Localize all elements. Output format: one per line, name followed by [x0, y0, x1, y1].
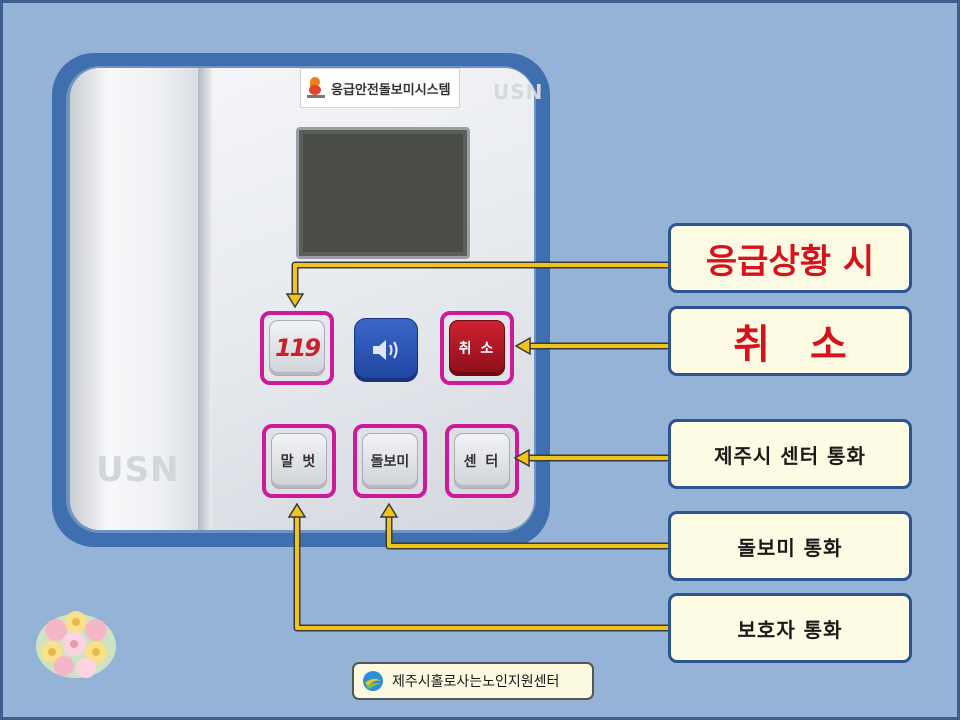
caregiver-call-callout-text: 돌보미 통화: [737, 535, 843, 560]
emergency-callout: 응급상황 시: [668, 223, 912, 293]
center-call-callout-text: 제주시 센터 통화: [714, 443, 866, 468]
cancel-callout: 취 소: [668, 306, 912, 376]
guardian-call-button[interactable]: 말 벗: [271, 433, 327, 489]
center-call-button[interactable]: 센 터: [454, 433, 510, 489]
speaker-button[interactable]: [354, 318, 418, 382]
guardian-button-label: 말 벗: [280, 454, 318, 470]
emergency-119-button[interactable]: 119: [269, 320, 325, 376]
center-button-label: 센 터: [463, 454, 501, 470]
cancel-button-highlight: 취 소: [440, 311, 514, 385]
guardian-call-callout-text: 보호자 통화: [737, 617, 843, 642]
lcd-display: [296, 127, 470, 259]
brand-logo-icon: [307, 77, 325, 99]
cancel-callout-text-right: 소: [810, 322, 847, 368]
device-brand-label: 응급안전돌보미시스템: [300, 68, 460, 108]
handset-groove: [198, 68, 212, 530]
cancel-button-label: 취 소: [458, 341, 496, 357]
emergency-callout-text: 응급상황 시: [705, 241, 875, 282]
guardian-button-highlight: 말 벗: [262, 424, 336, 498]
center-button-highlight: 센 터: [445, 424, 519, 498]
brand-label-text: 응급안전돌보미시스템: [331, 82, 451, 98]
maker-mark-handset: USN: [96, 450, 180, 490]
speaker-icon: [373, 340, 398, 360]
caregiver-call-callout: 돌보미 통화: [668, 511, 912, 581]
guardian-call-callout: 보호자 통화: [668, 593, 912, 663]
caregiver-call-button[interactable]: 돌보미: [362, 433, 418, 489]
emergency-button-highlight: 119: [260, 311, 334, 385]
cancel-callout-text-left: 취: [733, 322, 770, 368]
center-call-callout: 제주시 센터 통화: [668, 419, 912, 489]
maker-mark-top: USN: [493, 80, 544, 104]
cancel-button[interactable]: 취 소: [449, 320, 505, 376]
caregiver-button-highlight: 돌보미: [353, 424, 427, 498]
emergency-button-label: 119: [274, 334, 321, 362]
organization-badge: 제주시홀로사는노인지원센터: [352, 662, 594, 700]
organization-logo-icon: [363, 671, 383, 691]
organization-name: 제주시홀로사는노인지원센터: [392, 674, 560, 690]
flower-bouquet-icon: [36, 611, 116, 678]
caregiver-button-label: 돌보미: [370, 454, 410, 470]
